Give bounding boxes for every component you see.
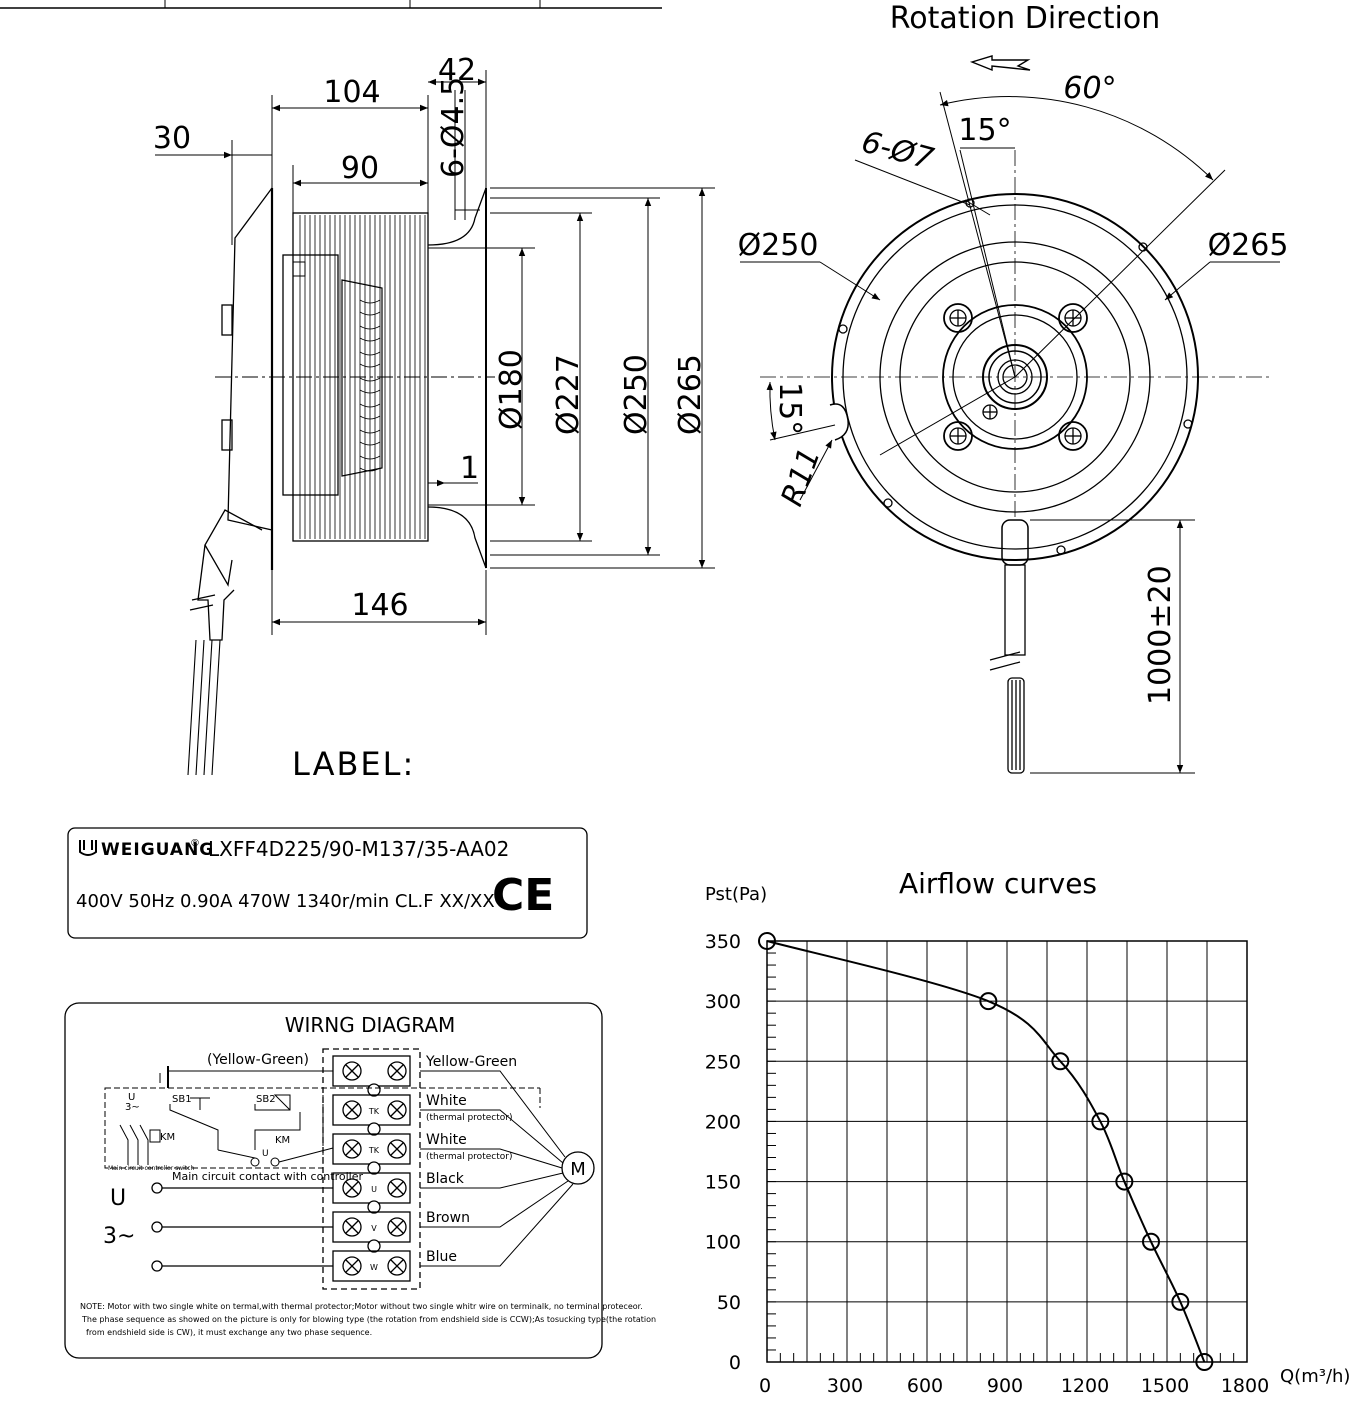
brand-logo-icon bbox=[79, 840, 97, 856]
note-line-1: NOTE: Motor with two single white on ter… bbox=[80, 1302, 643, 1311]
y-tick-label: 50 bbox=[717, 1292, 741, 1314]
dim-angle-15-b: 15° bbox=[772, 382, 807, 435]
sb2-label: SB2 bbox=[256, 1094, 276, 1105]
ce-mark: CE bbox=[492, 870, 554, 921]
km-contact-label: KM bbox=[275, 1135, 290, 1146]
y-tick-label: 350 bbox=[705, 931, 741, 953]
rotation-direction-title: Rotation Direction bbox=[890, 1, 1161, 36]
y-tick-label: 250 bbox=[705, 1051, 741, 1073]
u-contact-label: U bbox=[262, 1149, 269, 1159]
x-tick-label: 300 bbox=[827, 1375, 863, 1397]
dim-30: 30 bbox=[153, 121, 191, 156]
brand-name: WEIGUANG bbox=[101, 840, 214, 860]
y-tick-label: 100 bbox=[705, 1232, 741, 1254]
airflow-curve bbox=[766, 940, 1206, 1363]
sb1-label: SB1 bbox=[172, 1094, 192, 1105]
dim-146: 146 bbox=[351, 588, 408, 623]
wiring-diagram: WIRNG DIAGRAM TK TK U V W (Yellow-Green) U 3… bbox=[64, 1002, 656, 1359]
terminal-mark: U bbox=[371, 1185, 377, 1194]
chart-title: Airflow curves bbox=[899, 867, 1097, 900]
x-tick-label: 600 bbox=[907, 1375, 943, 1397]
dim-front-d265: Ø265 bbox=[1208, 228, 1289, 263]
supply-u-label: U bbox=[110, 1186, 126, 1211]
data-point bbox=[979, 992, 998, 1011]
dim-d180: Ø180 bbox=[494, 349, 529, 430]
data-point bbox=[1051, 1052, 1070, 1071]
side-view-dimensions bbox=[155, 70, 715, 635]
switch-u-label: U bbox=[128, 1092, 135, 1103]
y-tick-label: 0 bbox=[729, 1352, 741, 1374]
side-view bbox=[187, 187, 495, 776]
y-tick-label: 200 bbox=[705, 1111, 741, 1133]
label-heading: LABEL: bbox=[292, 745, 415, 783]
rotation-arrow-icon bbox=[969, 55, 1031, 72]
note-line-3: from endshield side is CW), it must exch… bbox=[86, 1328, 372, 1337]
supply-phase-label: 3~ bbox=[103, 1224, 135, 1249]
nameplate: WEIGUANG ® LXFF4D225/90-M137/35-AA02 400… bbox=[67, 827, 588, 939]
registered-mark: ® bbox=[190, 838, 200, 849]
front-view-dimensions bbox=[740, 91, 1280, 774]
dim-front-holes: 6-Ø7 bbox=[858, 125, 937, 178]
dim-angle-60: 60° bbox=[1063, 71, 1116, 106]
x-tick-label: 900 bbox=[987, 1375, 1023, 1397]
y-tick-label: 150 bbox=[705, 1172, 741, 1194]
wire-label: White bbox=[426, 1093, 467, 1109]
data-point bbox=[1171, 1292, 1190, 1311]
data-point bbox=[1091, 1112, 1110, 1131]
wiring-title: WIRNG DIAGRAM bbox=[285, 1013, 456, 1037]
km-label: KM bbox=[160, 1132, 175, 1143]
dim-angle-15: 15° bbox=[958, 113, 1011, 148]
switch-caption: Main circuit controller switch bbox=[108, 1165, 194, 1172]
front-view bbox=[760, 150, 1270, 774]
x-axis-label: Q(m³/h) bbox=[1280, 1366, 1350, 1387]
x-tick-label: 1200 bbox=[1061, 1375, 1109, 1397]
y-tick-label: 300 bbox=[705, 991, 741, 1013]
data-point bbox=[1115, 1172, 1134, 1191]
wire-label: Brown bbox=[426, 1210, 470, 1226]
impeller-blades bbox=[299, 215, 426, 539]
note-line-2: The phase sequence as showed on the pict… bbox=[81, 1315, 656, 1324]
dim-42: 42 bbox=[438, 53, 476, 88]
wire-label: Yellow-Green bbox=[425, 1054, 517, 1070]
y-axis-label: Pst(Pa) bbox=[705, 884, 767, 905]
data-point bbox=[1195, 1353, 1214, 1371]
data-point bbox=[758, 932, 776, 950]
terminal-mark: W bbox=[370, 1263, 378, 1272]
front-view-dimension-texts: 60° 15° 6-Ø7 Ø250 Ø265 15° R11 1000±20 bbox=[738, 71, 1289, 705]
dim-d227: Ø227 bbox=[551, 354, 586, 435]
dim-1: 1 bbox=[460, 451, 479, 486]
airflow-chart: Airflow curves Pst(Pa) Q(m³/h) 0 50 100 150… bbox=[705, 867, 1351, 1397]
data-point bbox=[1142, 1232, 1160, 1251]
model-number: LXFF4D225/90-M137/35-AA02 bbox=[208, 837, 509, 861]
ground-label: (Yellow-Green) bbox=[207, 1052, 309, 1068]
contact-caption: Main circuit contact with controller bbox=[172, 1170, 363, 1183]
dim-90: 90 bbox=[341, 151, 379, 186]
dim-d250: Ø250 bbox=[619, 354, 654, 435]
dim-104: 104 bbox=[323, 75, 380, 110]
dim-front-d250: Ø250 bbox=[738, 228, 819, 263]
thermal-note: (thermal protector) bbox=[426, 1113, 512, 1123]
terminal-mark: TK bbox=[368, 1107, 380, 1116]
dim-d265: Ø265 bbox=[673, 354, 708, 435]
x-tick-label: 0 bbox=[759, 1375, 771, 1397]
x-tick-label: 1800 bbox=[1221, 1375, 1269, 1397]
switch-phase-label: 3~ bbox=[125, 1102, 140, 1113]
wire-label: White bbox=[426, 1132, 467, 1148]
side-view-dimension-texts: 104 42 30 90 6-Ø4.5 Ø180 Ø227 Ø250 Ø265 … bbox=[153, 53, 708, 623]
wire-label: Blue bbox=[426, 1249, 457, 1265]
dim-r11: R11 bbox=[775, 443, 828, 510]
dim-side-holes: 6-Ø4.5 bbox=[436, 77, 471, 178]
dim-cable-length: 1000±20 bbox=[1143, 565, 1178, 705]
motor-symbol: M bbox=[570, 1159, 586, 1180]
terminal-mark: V bbox=[371, 1224, 377, 1233]
terminal-mark: TK bbox=[368, 1146, 380, 1155]
electrical-spec: 400V 50Hz 0.90A 470W 1340r/min CL.F XX/X… bbox=[76, 891, 495, 912]
x-tick-label: 1500 bbox=[1141, 1375, 1189, 1397]
thermal-note: (thermal protector) bbox=[426, 1152, 512, 1162]
wire-label: Black bbox=[426, 1171, 465, 1187]
